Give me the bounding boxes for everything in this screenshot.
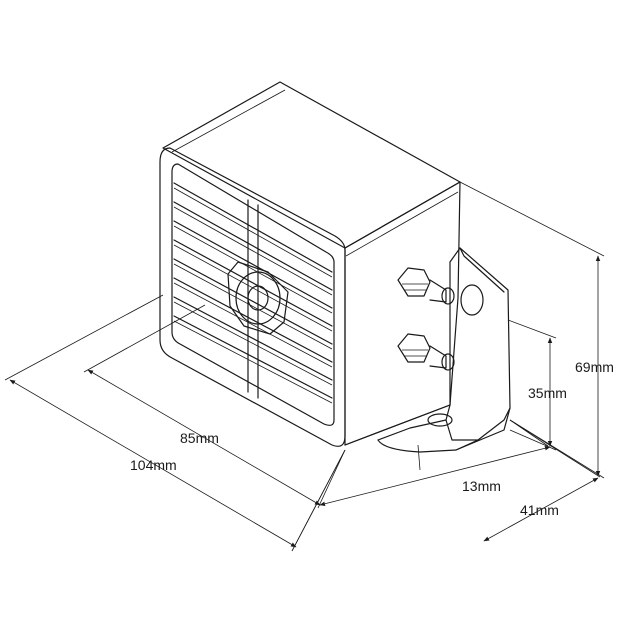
side-face <box>344 181 461 446</box>
dim-overall-length: 104mm <box>4 294 346 552</box>
grille-frame-inner <box>171 163 335 426</box>
label-13mm: 13mm <box>462 478 501 494</box>
dim-body-length: 85mm <box>83 304 346 509</box>
mounting-bracket <box>377 247 511 453</box>
label-85mm: 85mm <box>180 430 219 446</box>
terminal-lower <box>397 333 455 371</box>
device-body <box>159 81 461 447</box>
speaker-hub <box>227 261 289 335</box>
label-35mm: 35mm <box>528 385 567 401</box>
grille-slats <box>173 182 333 404</box>
terminal-upper <box>397 267 455 305</box>
dim-mount-height: 35mm <box>507 319 567 451</box>
label-41mm: 41mm <box>520 502 559 518</box>
dim-depth: 41mm <box>291 419 601 552</box>
grille-frame-outer <box>159 147 346 447</box>
label-69mm: 69mm <box>575 359 614 375</box>
label-104mm: 104mm <box>130 457 177 473</box>
dim-overall-height: 69mm <box>459 181 614 479</box>
